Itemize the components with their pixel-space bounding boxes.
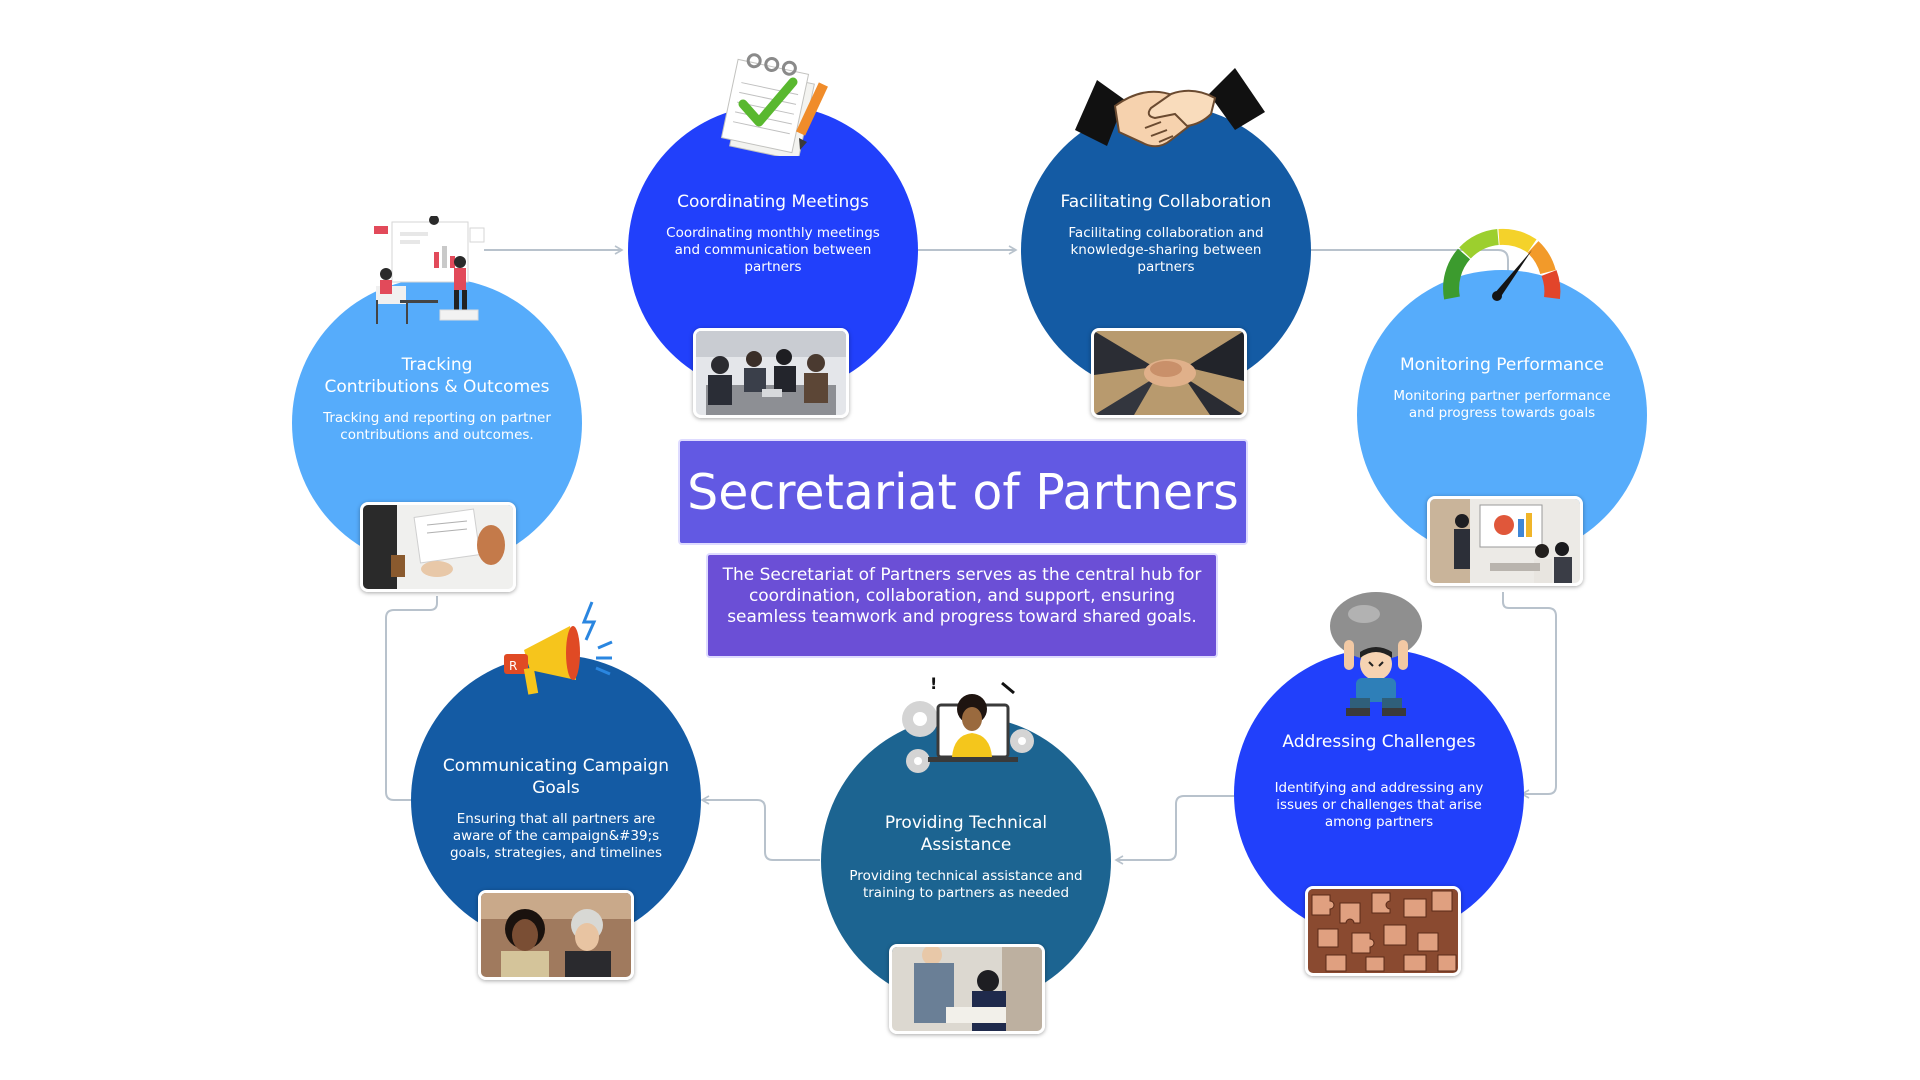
svg-text:R: R — [509, 659, 517, 673]
document-review-photo — [360, 502, 516, 592]
connector-technical-to-campaign — [700, 795, 820, 861]
node-description: Providing technical assistance and train… — [849, 868, 1083, 901]
team-meeting-photo — [693, 328, 849, 418]
node-title: Communicating Campaign Goals — [442, 756, 670, 798]
analytics-dashboard-icon — [370, 216, 490, 328]
handshake-icon — [1075, 64, 1265, 158]
gauge-icon — [1434, 210, 1570, 312]
node-description: Coordinating monthly meetings and commun… — [666, 225, 880, 275]
node-description: Tracking and reporting on partner contri… — [323, 410, 551, 443]
node-description: Ensuring that all partners are aware of … — [449, 811, 663, 861]
presentation-photo — [1427, 496, 1583, 586]
node-description: Facilitating collaboration and knowledge… — [1068, 225, 1264, 275]
central-title: Secretariat of Partners — [687, 463, 1239, 521]
stacked-hands-photo — [1091, 328, 1247, 418]
puzzle-pieces-photo — [1305, 886, 1461, 976]
node-title: Tracking Contributions & Outcomes — [324, 355, 550, 397]
node-title: Facilitating Collaboration — [1060, 192, 1272, 212]
stressed-person-boulder-icon — [1326, 592, 1426, 722]
node-description: Identifying and addressing any issues or… — [1274, 780, 1484, 830]
node-title: Monitoring Performance — [1399, 355, 1605, 375]
node-title: Providing Technical Assistance — [884, 813, 1048, 855]
node-title: Coordinating Meetings — [677, 192, 869, 212]
megaphone-icon: R — [500, 600, 615, 710]
central-description-box: The Secretariat of Partners serves as th… — [706, 553, 1218, 658]
svg-text:!: ! — [930, 675, 937, 693]
connector-challenges-to-technical — [1114, 795, 1240, 865]
two-people-talking-photo — [478, 890, 634, 980]
training-photo — [889, 944, 1045, 1034]
node-description: Monitoring partner performance and progr… — [1393, 388, 1611, 421]
central-description: The Secretariat of Partners serves as th… — [722, 565, 1202, 627]
notepad-check-icon — [715, 52, 835, 156]
node-title: Addressing Challenges — [1282, 732, 1476, 752]
central-title-box: Secretariat of Partners — [678, 439, 1248, 545]
support-agent-gears-icon: ! — [898, 675, 1038, 775]
